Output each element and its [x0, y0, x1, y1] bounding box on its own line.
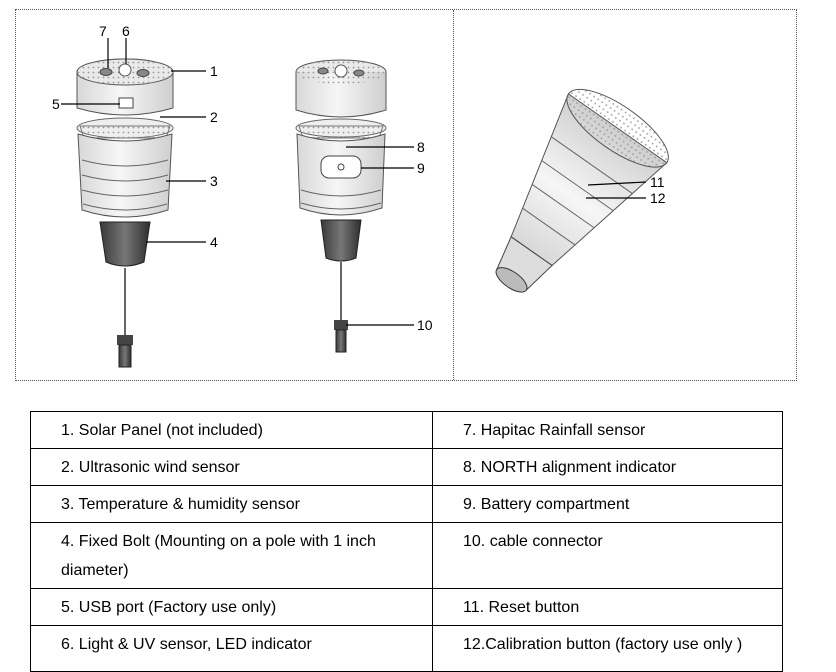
sensor-front-view	[76, 58, 174, 368]
callout-7: 7	[99, 23, 107, 39]
legend-cell-5: 5. USB port (Factory use only)	[30, 588, 433, 626]
callout-3: 3	[210, 173, 218, 189]
legend-cell-10: 10. cable connector	[432, 522, 783, 589]
table-row: 2. Ultrasonic wind sensor 8. NORTH align…	[30, 448, 783, 486]
legend-cell-3: 3. Temperature & humidity sensor	[30, 485, 433, 523]
callout-10: 10	[417, 317, 433, 333]
sensor-bottom-view	[495, 88, 669, 293]
legend-table: 1. Solar Panel (not included) 7. Hapitac…	[30, 411, 783, 672]
legend-cell-12: 12.Calibration button (factory use only …	[432, 625, 783, 672]
callout-2: 2	[210, 109, 218, 125]
callout-8: 8	[417, 139, 425, 155]
legend-cell-2: 2. Ultrasonic wind sensor	[30, 448, 433, 486]
legend-cell-9: 9. Battery compartment	[432, 485, 783, 523]
callout-12: 12	[650, 190, 666, 206]
table-row: 6. Light & UV sensor, LED indicator 12.C…	[30, 625, 783, 672]
sensor-illustration: 7 6 1 5 2 3 4 8 9 10 11 12	[52, 23, 669, 368]
callout-5: 5	[52, 96, 60, 112]
table-row: 5. USB port (Factory use only) 11. Reset…	[30, 588, 783, 626]
legend-cell-8: 8. NORTH alignment indicator	[432, 448, 783, 486]
callout-1: 1	[210, 63, 218, 79]
figure-divider	[453, 10, 454, 380]
legend-cell-6: 6. Light & UV sensor, LED indicator	[30, 625, 433, 672]
figure-panel: 7 6 1 5 2 3 4 8 9 10 11 12	[15, 9, 797, 381]
legend-cell-4: 4. Fixed Bolt (Mounting on a pole with 1…	[30, 522, 433, 589]
callout-4: 4	[210, 234, 218, 250]
table-row: 3. Temperature & humidity sensor 9. Batt…	[30, 485, 783, 523]
callout-6: 6	[122, 23, 130, 39]
callout-lines	[61, 38, 647, 326]
legend-cell-1: 1. Solar Panel (not included)	[30, 411, 433, 449]
table-row: 4. Fixed Bolt (Mounting on a pole with 1…	[30, 522, 783, 589]
legend-cell-7: 7. Hapitac Rainfall sensor	[432, 411, 783, 449]
sensor-rear-view	[295, 59, 387, 353]
legend-cell-11: 11. Reset button	[432, 588, 783, 626]
callout-11: 11	[650, 174, 665, 190]
table-row: 1. Solar Panel (not included) 7. Hapitac…	[30, 411, 783, 449]
callout-9: 9	[417, 160, 425, 176]
